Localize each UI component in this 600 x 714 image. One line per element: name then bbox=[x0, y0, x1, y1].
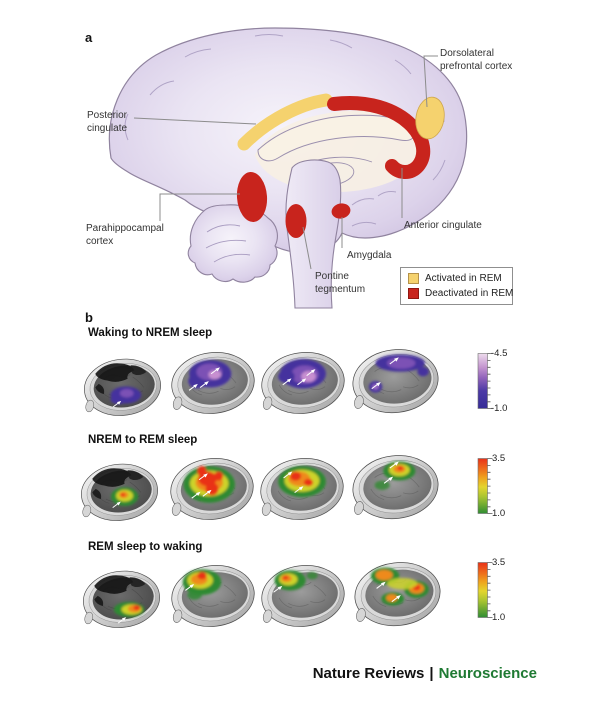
scan-nrem-rem-2 bbox=[166, 453, 258, 525]
colorbar1-top-value: -4.5 bbox=[491, 348, 508, 359]
label-anterior-cingulate: Anterior cingulate bbox=[404, 220, 482, 231]
colorbar3-bottom-value: 1.0 bbox=[492, 612, 506, 623]
scan-waking-nrem-3 bbox=[257, 347, 349, 419]
scan-waking-nrem-4 bbox=[348, 344, 443, 418]
row-title-waking-nrem: Waking to NREM sleep bbox=[88, 327, 213, 339]
posterior-cingulate-region bbox=[237, 93, 333, 151]
rem-legend: Activated in REM Deactivated in REM bbox=[400, 267, 513, 305]
label-dorsolateral-prefrontal: Dorsolateral prefrontal cortex bbox=[440, 48, 513, 72]
dorsolateral-prefrontal-region bbox=[415, 96, 445, 140]
journal-section: Neuroscience bbox=[438, 665, 537, 682]
row-title-rem-waking: REM sleep to waking bbox=[88, 541, 203, 553]
scan-waking-nrem-2 bbox=[167, 347, 259, 419]
panel-a-label: a bbox=[85, 30, 93, 45]
parahippocampal-region bbox=[236, 172, 268, 222]
activated-swatch bbox=[408, 273, 419, 284]
label-parahippocampal: Parahippocampal cortex bbox=[86, 223, 164, 247]
legend-item-activated: Activated in REM bbox=[408, 273, 505, 284]
anterior-cingulate-region bbox=[327, 96, 431, 179]
scan-rows bbox=[77, 344, 445, 633]
journal-footer: Nature Reviews|Neuroscience bbox=[0, 665, 537, 682]
cerebellum-shape bbox=[187, 204, 278, 283]
scan-rem-waking-2 bbox=[167, 560, 259, 632]
label-pontine-tegmentum: Pontine tegmentum bbox=[315, 271, 366, 295]
journal-name: Nature Reviews bbox=[312, 665, 425, 682]
pontine-tegmentum-region bbox=[285, 204, 307, 238]
colorbar3-top-value: 3.5 bbox=[492, 557, 506, 568]
scan-rem-waking-3 bbox=[257, 560, 349, 632]
colorbar-nrem-rem bbox=[477, 458, 493, 514]
deactivated-label: Deactivated in REM bbox=[425, 288, 514, 299]
scan-rem-waking-1 bbox=[79, 566, 164, 633]
cerebellum-lines bbox=[205, 224, 251, 263]
amygdala-region bbox=[331, 203, 351, 219]
leader-lines bbox=[133, 55, 438, 270]
scan-nrem-rem-1 bbox=[77, 459, 162, 526]
footer-separator: | bbox=[429, 665, 434, 682]
colorbar2-bottom-value: 1.0 bbox=[492, 508, 506, 519]
scan-nrem-rem-3 bbox=[256, 453, 348, 525]
colorbar1-bottom-value: -1.0 bbox=[491, 403, 508, 414]
panel-b-label: b bbox=[85, 310, 93, 325]
label-posterior-cingulate: Posterior cingulate bbox=[87, 110, 128, 134]
colorbar-rem-waking bbox=[477, 562, 493, 618]
deactivated-swatch bbox=[408, 288, 419, 299]
scan-rem-waking-4 bbox=[350, 557, 445, 631]
corpus-callosum bbox=[257, 114, 415, 162]
activated-label: Activated in REM bbox=[425, 273, 502, 284]
label-amygdala: Amygdala bbox=[347, 250, 392, 261]
scan-waking-nrem-1 bbox=[80, 354, 165, 421]
legend-item-deactivated: Deactivated in REM bbox=[408, 288, 513, 299]
scan-nrem-rem-4 bbox=[348, 450, 443, 524]
row-title-nrem-rem: NREM to REM sleep bbox=[88, 434, 198, 446]
colorbar2-top-value: 3.5 bbox=[492, 453, 506, 464]
colorbar-waking-nrem bbox=[477, 353, 493, 409]
brain-diagram bbox=[108, 27, 468, 309]
